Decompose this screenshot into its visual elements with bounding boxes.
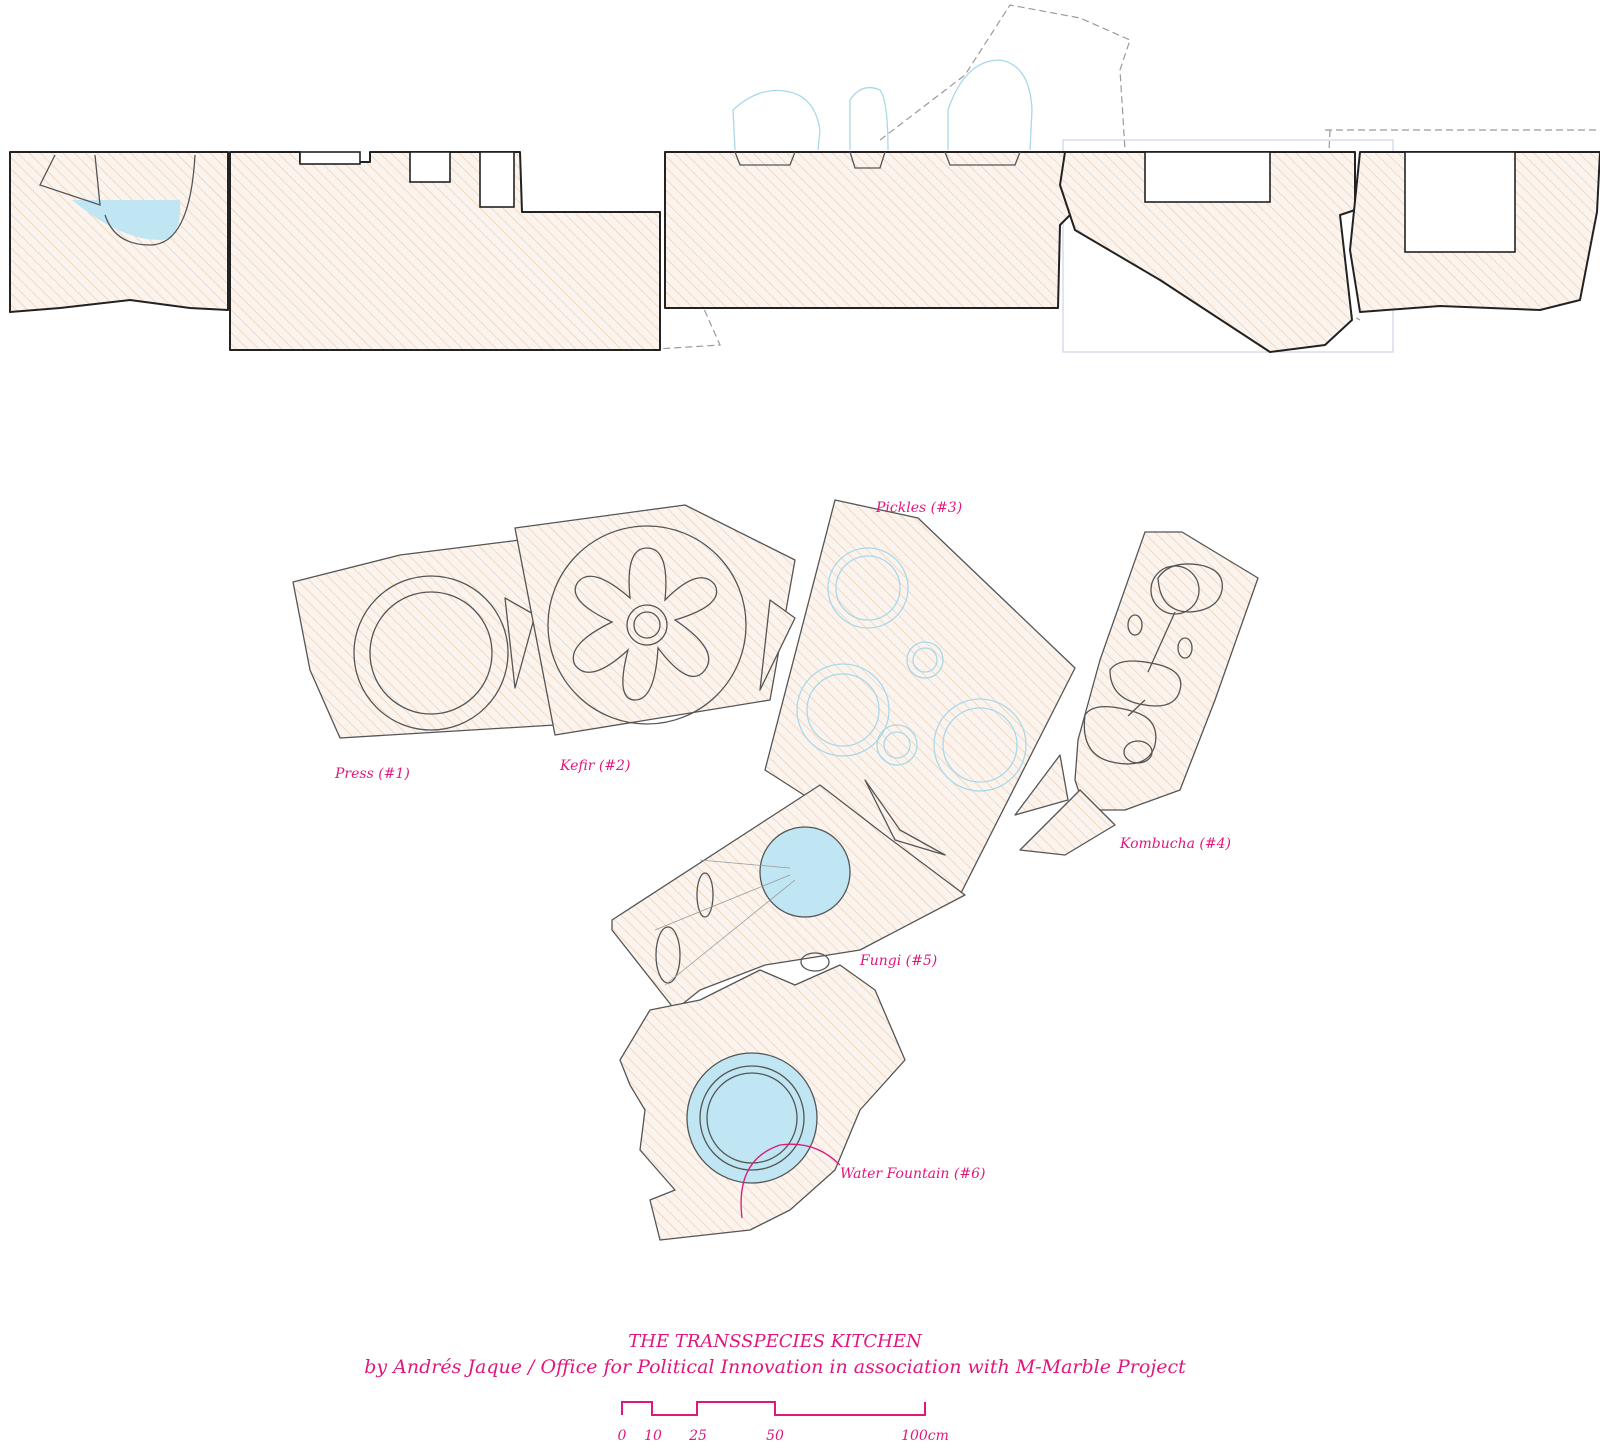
water-fountain-ring-1	[699, 1065, 805, 1171]
section-slab-4	[1059, 151, 1356, 353]
press-inner-ring	[369, 591, 493, 715]
water-fountain-ring-2	[706, 1072, 798, 1164]
kombucha-lower-vessel	[1123, 740, 1153, 764]
drawing-credits: by Andrés Jaque / Office for Political I…	[364, 1356, 1186, 1378]
pickles-vessel-3-inner	[806, 673, 880, 747]
label-pickles: Pickles (#3)	[875, 500, 962, 516]
kombucha-lower-tank	[1083, 706, 1157, 765]
water-fountain-pink-arc	[740, 1143, 841, 1219]
pickles-vessel-5	[933, 698, 1027, 792]
plan-labels: Press (#1) Kefir (#2) Pickles (#3) Kombu…	[334, 500, 1231, 1182]
scale-tick-50: 50	[766, 1428, 784, 1444]
section-basin-water	[72, 200, 181, 240]
scale-bar-line	[621, 1401, 926, 1416]
section-groove-2c	[479, 151, 515, 208]
section-elevation	[9, 4, 1600, 353]
kefir-wedge	[759, 599, 796, 691]
jar-dome-1	[732, 89, 821, 151]
label-kombucha: Kombucha (#4)	[1119, 836, 1231, 852]
press-wedge	[504, 597, 536, 689]
drawing-title: THE TRANSSPECIES KITCHEN	[628, 1331, 923, 1352]
pickles-vessel-1-inner	[835, 555, 901, 621]
fungi-basin	[759, 826, 851, 918]
water-fountain-basin	[686, 1052, 818, 1184]
label-water-fountain: Water Fountain (#6)	[840, 1166, 985, 1182]
kombucha-pipe	[1127, 611, 1176, 717]
section-groove-2b	[409, 151, 451, 183]
label-fungi: Fungi (#5)	[859, 953, 937, 969]
label-press: Press (#1)	[334, 766, 410, 782]
kefir-disc	[547, 525, 747, 725]
pickles-vessel-4	[876, 724, 918, 766]
section-slab-1	[9, 151, 229, 313]
section-basin-cut	[39, 154, 196, 246]
pickles-vessel-5-inner	[942, 707, 1018, 783]
ghost-outline-upper	[879, 4, 1131, 151]
pickles-vessel-4-inner	[883, 731, 911, 759]
pickles-vessel-2	[906, 641, 944, 679]
plan	[292, 499, 1259, 1241]
fungi-side-vessel-2	[696, 872, 714, 918]
kombucha-top-tank	[1157, 563, 1223, 613]
jar-dome-3	[947, 59, 1033, 151]
scale-tick-100cm: 100cm	[901, 1428, 949, 1444]
caption: THE TRANSSPECIES KITCHEN by Andrés Jaque…	[364, 1331, 1186, 1378]
kombucha-block	[1074, 531, 1259, 811]
kefir-hub-outer	[626, 604, 668, 646]
kombucha-wedge	[1014, 754, 1069, 816]
pickles-vessel-1	[827, 547, 909, 629]
pickles-block	[764, 499, 1076, 896]
pickles-vessel-2-inner	[912, 647, 938, 673]
label-kefir: Kefir (#2)	[559, 758, 630, 774]
kombucha-top-vessel	[1150, 565, 1200, 615]
scale-tick-0: 0	[618, 1428, 627, 1444]
press-outer-ring	[353, 575, 509, 731]
fungi-bottom-vessel	[800, 952, 830, 972]
kombucha-lower-piece	[1019, 789, 1116, 856]
fungi-guide-lines	[654, 859, 796, 986]
pickles-wedge	[864, 779, 946, 856]
kefir-block	[514, 504, 796, 736]
pickles-vessel-3	[796, 663, 890, 757]
kombucha-right-port	[1177, 637, 1193, 659]
kombucha-left-port	[1127, 614, 1143, 636]
scale-tick-10: 10	[644, 1428, 662, 1444]
ghost-outline-lower	[639, 299, 721, 351]
section-groove-2a	[299, 151, 361, 165]
jar-dome-2	[849, 86, 889, 151]
kefir-hub-inner	[633, 611, 661, 639]
section-slab-3	[664, 151, 1081, 309]
kombucha-middle-tank	[1109, 660, 1182, 707]
section-tank-4	[1144, 151, 1271, 203]
section-notches-3	[734, 151, 1021, 169]
section-tank-5	[1404, 151, 1516, 253]
scale-tick-25: 25	[688, 1428, 707, 1444]
scale-bar: 0 10 25 50 100cm	[618, 1401, 949, 1444]
kefir-flower	[572, 547, 718, 701]
